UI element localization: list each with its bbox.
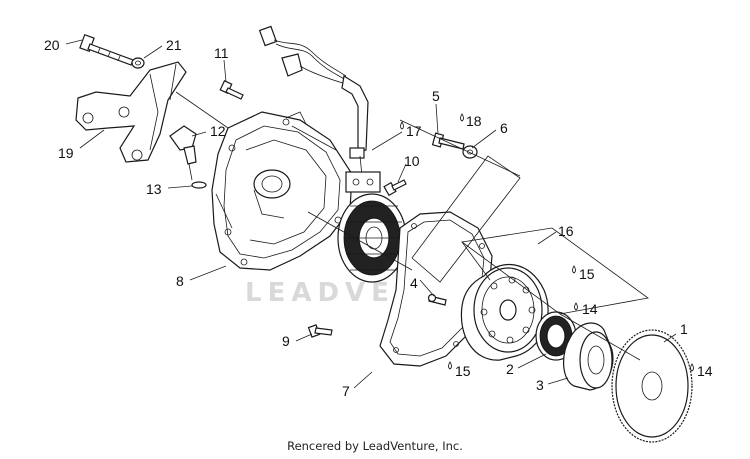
callout-19: 19 [58, 145, 74, 161]
part-19-bracket [75, 61, 187, 163]
part-3-housing [563, 322, 614, 391]
drop-icon [572, 265, 576, 274]
callout-9: 9 [282, 333, 290, 349]
part-20-bolt [79, 33, 134, 66]
callout-16: 16 [558, 223, 574, 239]
callout-17: 17 [406, 123, 422, 139]
part-16-rotor [460, 263, 549, 361]
callout-20: 20 [44, 37, 60, 53]
callout-2: 2 [506, 361, 514, 377]
callout-5: 5 [432, 88, 440, 104]
callout-3: 3 [536, 377, 544, 393]
part-12-plug [169, 125, 197, 181]
drop-icon [460, 113, 464, 122]
callout-8: 8 [176, 273, 184, 289]
callout-18: 18 [466, 113, 482, 129]
footer-credit: Rencered by LeadVenture, Inc. [287, 439, 463, 453]
callout-12: 12 [210, 123, 226, 139]
drop-icon [574, 302, 578, 311]
part-10-stator [337, 193, 407, 283]
callout-15b: 15 [455, 363, 471, 379]
callout-6: 6 [500, 120, 508, 136]
assembly-guide-lines [175, 91, 649, 361]
leader-lines [65, 39, 677, 389]
part-4-pin [427, 293, 447, 306]
part-13-o-ring [191, 181, 207, 189]
callout-13: 13 [146, 181, 162, 197]
callout-14a: 14 [582, 301, 598, 317]
part-21-washer [131, 57, 145, 69]
callout-4: 4 [410, 275, 418, 291]
callout-labels: 20 21 11 19 12 13 8 17 10 5 18 6 4 16 15… [44, 37, 713, 399]
callout-14b: 14 [697, 363, 713, 379]
drop-icon [690, 363, 694, 372]
drop-icons [400, 113, 694, 372]
part-11-bolt [219, 79, 244, 100]
drop-icon [400, 121, 404, 130]
part-6-washer [462, 145, 478, 159]
callout-21: 21 [166, 37, 182, 53]
part-5-bolt [431, 132, 465, 150]
part-10-bolt [383, 179, 407, 197]
callout-11: 11 [214, 45, 229, 61]
callout-15a: 15 [579, 266, 595, 282]
callout-7: 7 [342, 383, 350, 399]
wiring-harness [258, 25, 381, 193]
callout-1: 1 [680, 321, 688, 337]
part-1-ring-gear [611, 329, 693, 443]
part-8-cover [211, 111, 353, 271]
callout-10: 10 [404, 153, 420, 169]
drop-icon [448, 361, 452, 370]
part-9-bolt [307, 324, 333, 338]
